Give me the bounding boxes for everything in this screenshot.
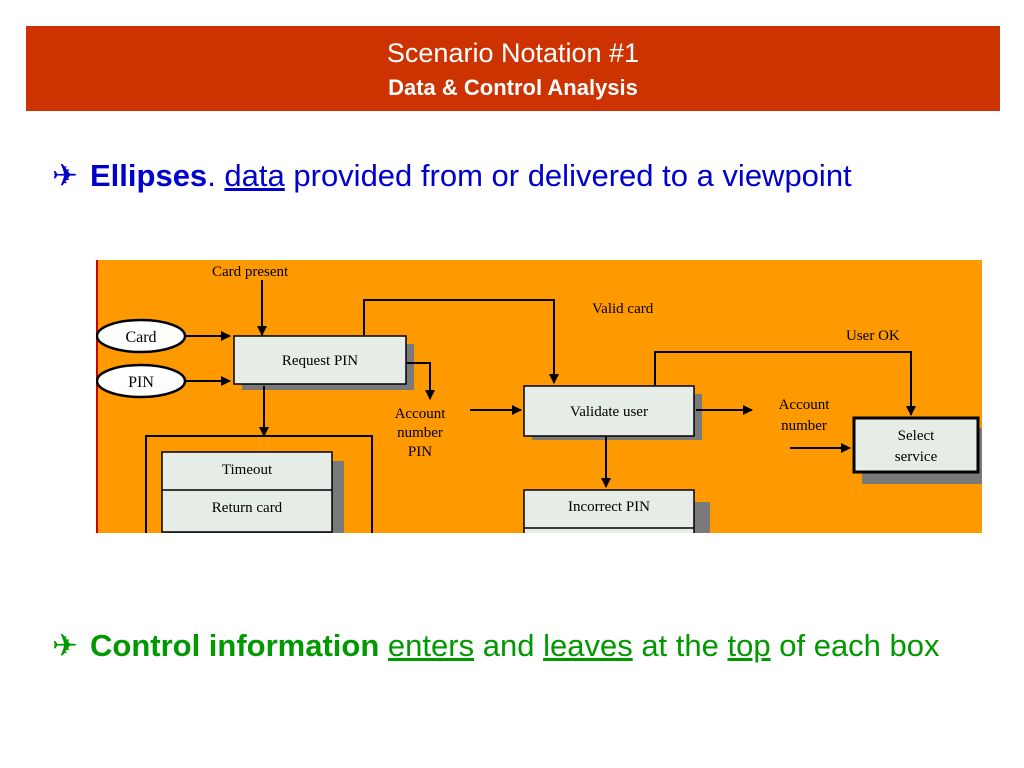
bullet-ellipses-bold: Ellipses: [90, 158, 208, 193]
box-timeout-group: Timeout Return card: [161, 451, 333, 533]
label-account-number: Account number: [779, 397, 831, 434]
box-validate-user-label: Validate user: [570, 404, 648, 420]
box-request-pin: Request PIN: [233, 335, 407, 385]
label-an-line2: number: [781, 418, 827, 434]
ellipse-card: Card: [96, 318, 187, 354]
ellipse-pin: PIN: [96, 363, 187, 399]
box-return-card-label: Return card: [212, 500, 283, 516]
bullet-ellipses-rest: provided from or delivered to a viewpoin…: [284, 158, 852, 193]
ellipse-pin-label: PIN: [128, 374, 154, 391]
bullet-control-enters: enters: [387, 628, 475, 663]
bullet-control-text: Control information enters and leaves at…: [90, 624, 982, 668]
airplane-icon: ✈: [52, 158, 78, 193]
bullet-ellipses-period: .: [207, 158, 225, 193]
bullet-control-and: and: [482, 628, 535, 663]
label-valid-card: Valid card: [592, 301, 654, 317]
label-anp-line3: PIN: [408, 444, 432, 460]
bullet-control-end: of each box: [779, 628, 940, 663]
box-select-service-line1: Select: [898, 428, 935, 444]
bullet-ellipses-text: Ellipses. data provided from or delivere…: [90, 154, 982, 198]
box-validate-user: Validate user: [523, 385, 695, 437]
ellipse-card-label: Card: [125, 329, 156, 346]
label-anp-line1: Account: [395, 406, 447, 422]
airplane-icon: ✈: [52, 628, 78, 663]
bullet-control-leaves: leaves: [543, 628, 633, 663]
box-request-pin-label: Request PIN: [282, 353, 358, 369]
box-select-service-line2: service: [895, 449, 938, 465]
bullet-ellipses-underlined: data: [224, 158, 285, 193]
label-anp-line2: number: [397, 425, 443, 441]
box-incorrect-pin: Incorrect PIN: [523, 489, 695, 533]
label-an-line1: Account: [779, 397, 831, 413]
box-select-service: Select service: [852, 416, 980, 474]
label-account-number-pin: Account number PIN: [395, 406, 447, 460]
bullet-control-bold: Control information: [90, 628, 380, 663]
box-incorrect-pin-label: Incorrect PIN: [568, 499, 650, 515]
label-card-present: Card present: [212, 264, 289, 280]
slide-subtitle: Data & Control Analysis: [388, 75, 638, 100]
bullet-control-at-the: at the: [641, 628, 719, 663]
box-timeout-label: Timeout: [222, 462, 273, 478]
slide-title: Scenario Notation #1: [386, 38, 640, 68]
label-user-ok: User OK: [846, 328, 900, 344]
slide-header: Scenario Notation #1 Data & Control Anal…: [26, 26, 1000, 111]
scenario-diagram: Card PIN Request PIN Validate user Selec…: [96, 260, 982, 533]
bullet-control-top: top: [727, 628, 771, 663]
